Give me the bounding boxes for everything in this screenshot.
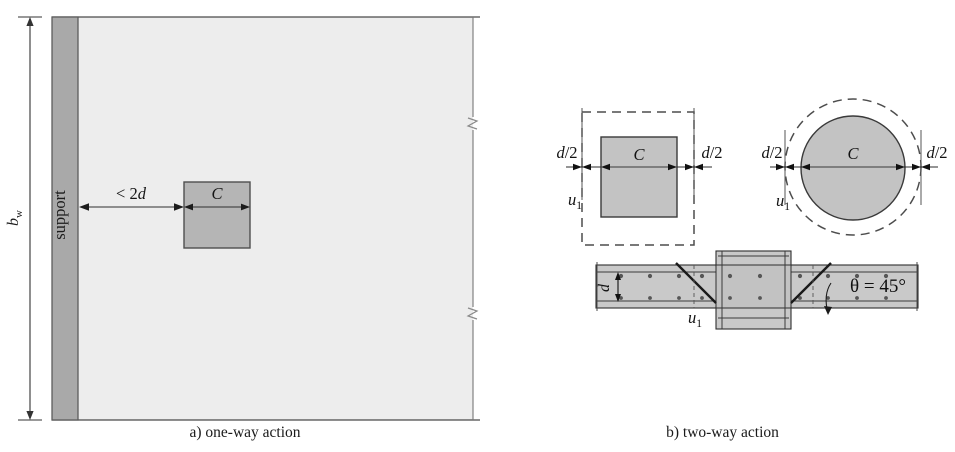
column-section-upper (715, 250, 792, 267)
sq-col-arrow-l-icon (601, 163, 610, 171)
caption-two-way-action: b) two-way action (666, 424, 779, 441)
support-wall (51, 16, 79, 421)
column-section-core (715, 264, 792, 309)
sq-perimeter-label: u1 (568, 190, 582, 212)
distance-arrow-left-icon (79, 203, 89, 211)
ci-right-arrow-icon (912, 163, 921, 171)
square-column-control-perimeter-detail: d/2 d/2 C u1 (556, 108, 723, 246)
ci-left-arrow-icon (785, 163, 794, 171)
sq-col-arrow-r-icon (668, 163, 677, 171)
ci-right-arrow-out-icon (921, 163, 930, 171)
bw-arrow-bottom-icon (26, 411, 34, 420)
bw-arrow-top-icon (26, 17, 34, 26)
caption-one-way-action: a) one-way action (189, 424, 301, 441)
ci-column-label: C (847, 144, 859, 163)
ci-dia-arrow-l-icon (801, 163, 810, 171)
circular-column-control-perimeter-detail: d/2 d/2 C u1 (761, 98, 948, 236)
depth-arrow-bottom-icon (615, 294, 621, 302)
column-square-b (600, 136, 678, 218)
ci-left-offset-label: d/2 (761, 143, 782, 162)
column-label-a: C (211, 184, 223, 203)
sq-left-arrow-out-icon (573, 163, 582, 171)
sq-left-offset-label: d/2 (556, 143, 577, 162)
ci-perimeter-label: u1 (776, 191, 790, 213)
sq-right-arrow-out-icon (694, 163, 703, 171)
ci-dia-arrow-r-icon (896, 163, 905, 171)
clear-distance-label: < 2d (116, 184, 147, 203)
panel-b-two-way-action: d/2 d/2 C u1 (556, 98, 948, 330)
bw-label-group: bw (5, 210, 25, 226)
section-perimeter-label: u1 (688, 308, 702, 330)
sq-right-arrow-icon (685, 163, 694, 171)
column-square-plan (183, 181, 251, 249)
distance-arrow-right-icon (174, 203, 184, 211)
ci-right-offset-label: d/2 (926, 143, 947, 162)
sq-right-offset-label: d/2 (701, 143, 722, 162)
panel-a-one-way-action: support bw < 2d C (5, 16, 480, 421)
depth-arrow-top-icon (615, 272, 621, 280)
sq-column-label: C (633, 145, 645, 164)
slab-column-section-view: d u1 θ = 45° (595, 250, 919, 330)
column-arrow-right-icon (241, 203, 250, 211)
angle-label: θ = 45° (850, 276, 906, 297)
shear-crack-right (790, 262, 832, 304)
angle-leader-arrow-icon (824, 306, 832, 315)
ci-left-arrow-out-icon (776, 163, 785, 171)
break-mark-icon-upper (466, 117, 479, 130)
bw-label: bw (5, 210, 25, 226)
effective-depth-label: d (596, 283, 613, 292)
support-label: support (50, 190, 69, 240)
break-mark-icon-lower (466, 307, 479, 320)
sq-left-arrow-icon (582, 163, 591, 171)
slab-plan-area (78, 17, 473, 420)
shear-crack-left (675, 262, 717, 304)
slab-rebar-dots (618, 273, 889, 300)
column-arrow-left-icon (184, 203, 193, 211)
column-circle-b (800, 115, 906, 221)
